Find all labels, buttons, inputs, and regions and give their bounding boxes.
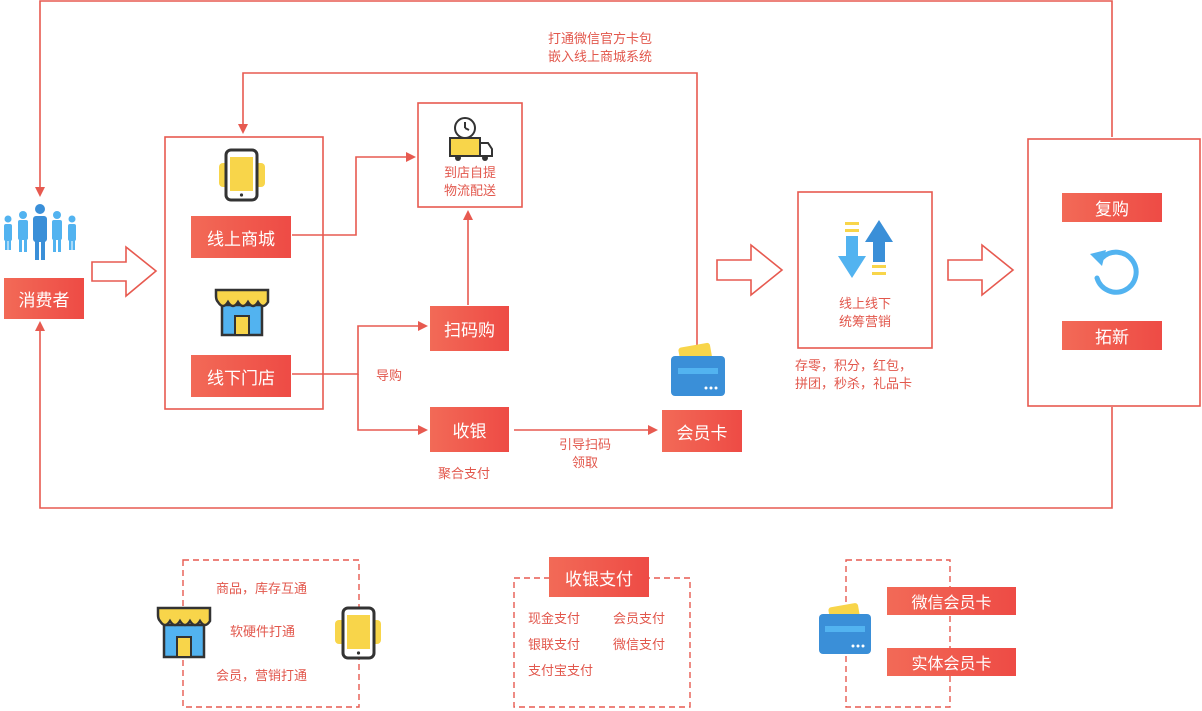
marketing-items-label: 存零，积分，红包， 拼团，秒杀，礼品卡 (795, 358, 912, 393)
retention-box (1027, 138, 1201, 407)
cashier-pay-dashed-box (513, 577, 691, 708)
outer-bottom-loop (35, 321, 1113, 509)
marketing-items-line-2: 拼团，秒杀，礼品卡 (795, 376, 913, 392)
sync-item-3: 会员，营销打通 (216, 669, 308, 684)
outer-top-loop (35, 0, 1113, 197)
acquire-node: 拓新 (1062, 321, 1162, 350)
member-card-icon (671, 342, 725, 396)
bottom-store-icon (156, 606, 212, 659)
repurchase-node: 复购 (1062, 193, 1162, 222)
marketing-line-1: 线上线下 (838, 297, 891, 312)
scan-buy-node: 扫码购 (430, 306, 509, 351)
store-to-scan-line (292, 321, 428, 375)
online-mall-node: 线上商城 (191, 216, 291, 258)
member-card-to-mall-line (238, 72, 698, 345)
up-down-arrows-icon (838, 220, 893, 278)
pay-method-alipay: 支付宝支付 (528, 664, 594, 679)
marketing-box (797, 191, 933, 349)
pickup-line-2: 物流配送 (443, 183, 496, 199)
refresh-icon (1090, 249, 1139, 295)
guide-scan-label: 引导扫码 领取 (540, 437, 630, 472)
flow-arrow-2 (716, 243, 784, 297)
wechat-line-2: 嵌入线上商城系统 (547, 49, 652, 65)
mall-to-pickup-line (292, 152, 416, 236)
marketing-line-2: 统筹营销 (838, 314, 891, 330)
store-to-cashier-line (357, 374, 428, 435)
flow-arrow-3 (947, 243, 1015, 297)
physical-card-label: 实体会员卡 (887, 648, 1016, 676)
store-icon (214, 288, 270, 337)
wechat-card-label: 微信会员卡 (887, 587, 1016, 615)
wechat-line-1: 打通微信官方卡包 (547, 32, 652, 47)
marketing-text: 线上线下 统筹营销 (798, 296, 932, 331)
marketing-items-line-1: 存零，积分，红包， (795, 359, 913, 374)
people-icon (4, 204, 76, 260)
guide-scan-line-2: 领取 (571, 455, 598, 471)
pickup-text: 到店自提 物流配送 (418, 165, 522, 200)
sync-item-2: 软硬件打通 (230, 625, 296, 640)
bottom-phone-icon (335, 606, 381, 660)
flow-arrow-1 (91, 245, 158, 298)
guide-buy-label: 导购 (376, 369, 403, 384)
cashier-pay-title: 收银支付 (549, 557, 649, 597)
pay-method-cash: 现金支付 (528, 612, 581, 627)
member-card-node: 会员卡 (662, 410, 742, 452)
store-channels-box (164, 136, 324, 410)
pay-method-member: 会员支付 (613, 612, 666, 627)
pickup-box (417, 102, 523, 208)
offline-store-node: 线下门店 (191, 355, 291, 397)
sync-item-1: 商品，库存互通 (216, 582, 308, 597)
pay-method-unionpay: 银联支付 (528, 638, 581, 653)
phone-icon (219, 148, 265, 202)
bottom-member-card-icon (819, 603, 871, 654)
aggregate-pay-label: 聚合支付 (438, 467, 491, 482)
guide-scan-line-1: 引导扫码 (558, 438, 611, 453)
wechat-label: 打通微信官方卡包 嵌入线上商城系统 (520, 31, 680, 66)
pickup-line-1: 到店自提 (443, 166, 496, 181)
consumer-node: 消费者 (4, 278, 84, 319)
card-types-dashed-box (845, 559, 951, 708)
delivery-truck-icon (449, 117, 493, 161)
cashier-node: 收银 (430, 407, 509, 452)
pay-method-wechat: 微信支付 (613, 638, 666, 653)
